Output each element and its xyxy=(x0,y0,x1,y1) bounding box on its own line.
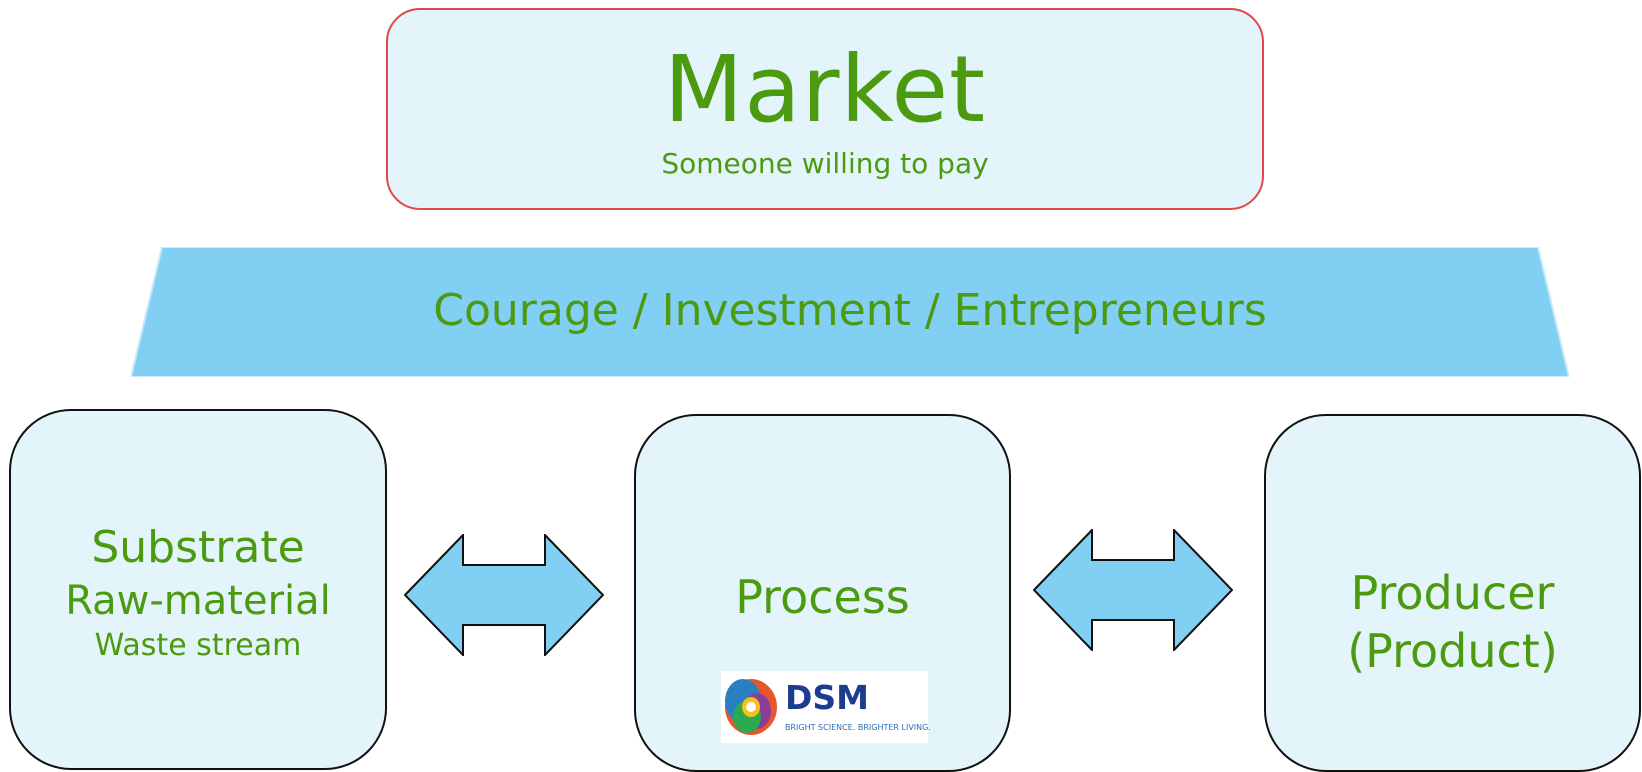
process-title: Process xyxy=(735,570,910,624)
double-headed-arrow-icon xyxy=(1033,529,1233,651)
producer-product: (Product) xyxy=(1347,624,1558,678)
substrate-waste-stream: Waste stream xyxy=(94,628,302,663)
dsm-wordmark: DSM xyxy=(785,678,869,717)
dsm-tagline: BRIGHT SCIENCE. BRIGHTER LIVING. xyxy=(785,723,931,732)
producer-box: Producer (Product) xyxy=(1264,414,1641,772)
dsm-logo: DSM BRIGHT SCIENCE. BRIGHTER LIVING. xyxy=(721,671,931,743)
market-box: Market Someone willing to pay xyxy=(386,8,1264,210)
substrate-title: Substrate xyxy=(91,522,305,573)
dsm-logo-mark-icon xyxy=(725,679,777,735)
market-subtitle: Someone willing to pay xyxy=(661,147,989,180)
substrate-raw-material: Raw-material xyxy=(65,578,331,624)
banner-text: Courage / Investment / Entrepreneurs xyxy=(433,285,1267,336)
market-title: Market xyxy=(663,36,987,143)
double-headed-arrow-icon xyxy=(404,534,604,656)
producer-title: Producer xyxy=(1350,566,1555,620)
substrate-box: Substrate Raw-material Waste stream xyxy=(9,409,387,770)
courage-banner xyxy=(131,247,1569,377)
